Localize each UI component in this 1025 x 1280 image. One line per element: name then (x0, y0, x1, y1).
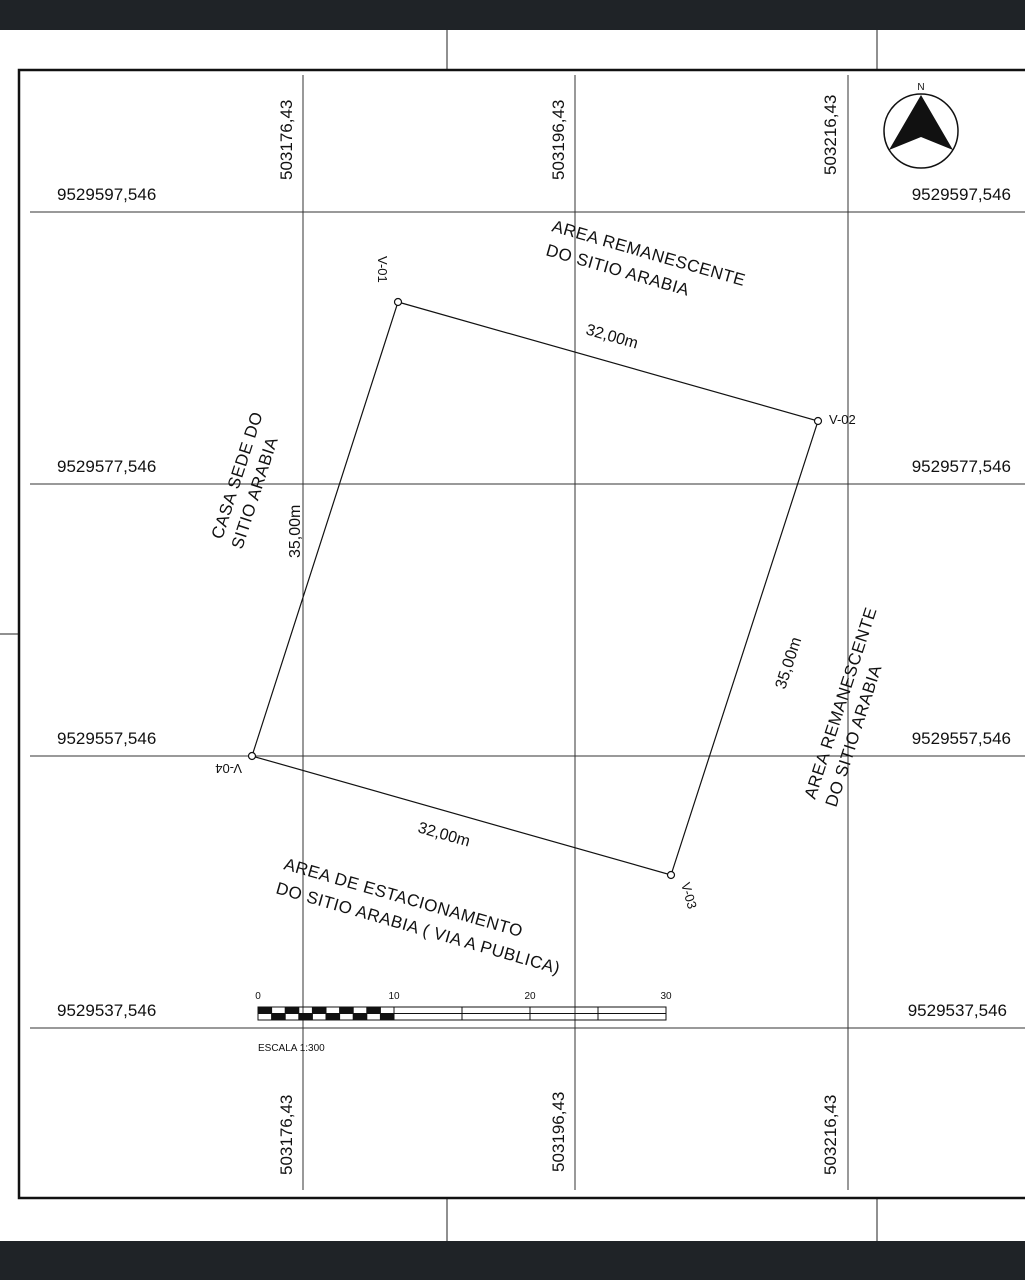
vertex-label-v01: V-01 (375, 256, 390, 283)
x-coord-top-2: 503196,43 (549, 100, 568, 180)
y-coord-right-2: 9529577,546 (912, 457, 1011, 476)
y-coord-right-3: 9529557,546 (912, 729, 1011, 748)
dimension-bottom: 32,00m (416, 820, 472, 851)
coordinate-grid (30, 75, 1025, 1190)
scale-tick-10: 10 (388, 991, 400, 1002)
x-coord-top-1: 503176,43 (277, 100, 296, 180)
y-coord-right-1: 9529597,546 (912, 185, 1011, 204)
x-coord-bottom-3: 503216,43 (821, 1095, 840, 1175)
vertex-label-v04: V-04 (215, 761, 242, 776)
vertex-label-v03: V-03 (678, 881, 700, 911)
south-area-label: AREA DE ESTACIONAMENTO DO SITIO ARABIA (… (274, 855, 563, 978)
dimension-top: 32,00m (584, 322, 640, 353)
x-coord-bottom-1: 503176,43 (277, 1095, 296, 1175)
west-area-label: CASA SEDE DO SITIO ARABIA (208, 409, 282, 551)
parcel-boundary (251, 301, 819, 876)
north-arrow-icon: N (883, 82, 959, 169)
vertex-marker-v02 (813, 416, 823, 426)
x-coord-bottom-2: 503196,43 (549, 1092, 568, 1172)
east-area-label: AREA REMANESCENTE DO SITIO ARABIA (801, 605, 886, 809)
vertex-label-v02: V-02 (829, 412, 856, 427)
dimension-left: 35,00m (287, 505, 304, 558)
scale-bar: 0 10 20 30 ESCALA 1:300 (255, 991, 672, 1054)
vertex-marker-v04 (247, 751, 257, 761)
x-coord-top-3: 503216,43 (821, 95, 840, 175)
sheet-edges (0, 30, 878, 1241)
y-coord-left-1: 9529597,546 (57, 185, 156, 204)
vertex-markers (247, 297, 823, 880)
scale-tick-20: 20 (524, 991, 536, 1002)
top-viewer-bar (0, 0, 1025, 30)
scale-tick-30: 30 (660, 991, 672, 1002)
scale-tick-0: 0 (255, 991, 261, 1002)
north-label: N (917, 82, 924, 93)
vertex-marker-v03 (666, 870, 676, 880)
north-area-label: AREA REMANESCENTE DO SITIO ARABIA (544, 217, 748, 300)
drawing-frame (17, 68, 1025, 1200)
y-coord-right-4: 9529537,546 (908, 1001, 1007, 1020)
y-coord-left-3: 9529557,546 (57, 729, 156, 748)
y-coord-left-4: 9529537,546 (57, 1001, 156, 1020)
vertex-marker-v01 (393, 297, 403, 307)
scale-label: ESCALA 1:300 (258, 1043, 325, 1054)
y-coord-left-2: 9529577,546 (57, 457, 156, 476)
bottom-viewer-bar (0, 1241, 1025, 1280)
dimension-right: 35,00m (773, 635, 806, 691)
